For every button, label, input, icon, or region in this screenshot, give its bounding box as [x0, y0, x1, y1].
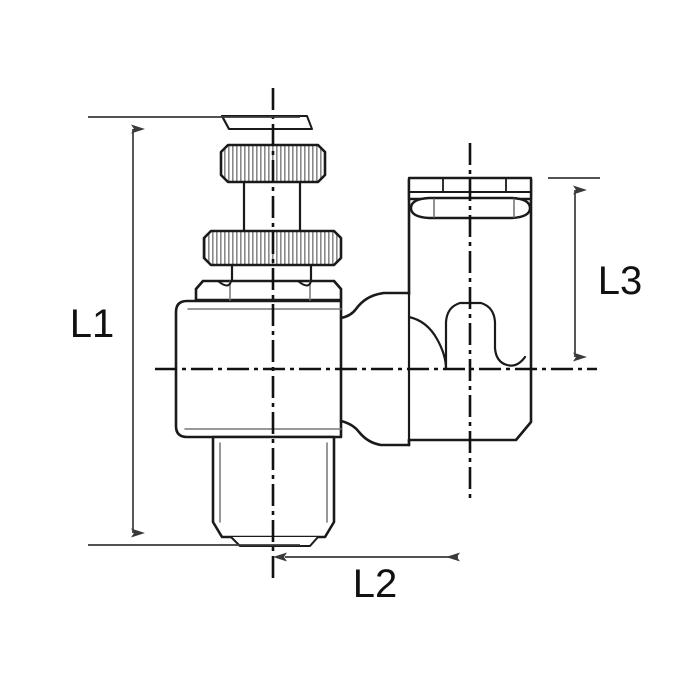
- dimension-label-l3: L3: [598, 259, 643, 303]
- adjuster-stem: [230, 180, 313, 283]
- hex-nut: [194, 279, 343, 302]
- dimension-label-l1: L1: [70, 302, 115, 346]
- top-flange-washer: [221, 115, 313, 130]
- valve-body: [174, 299, 343, 439]
- dimension-label-l2: L2: [353, 562, 398, 606]
